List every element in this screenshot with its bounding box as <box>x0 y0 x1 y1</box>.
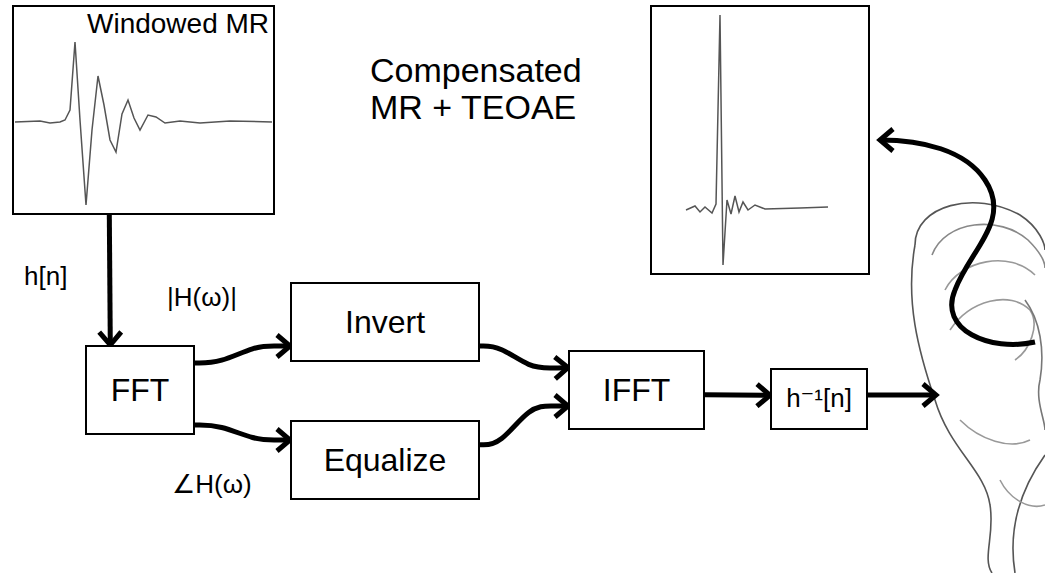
flow-arrow <box>480 346 568 368</box>
response-arrow <box>880 140 1035 344</box>
windowed-waveform <box>15 42 272 205</box>
filter-box: h⁻¹[n] <box>770 368 868 430</box>
plot-title: Windowed MR <box>87 9 282 40</box>
plot-box: Windowed MR <box>12 5 275 215</box>
process-box: Invert <box>290 282 480 362</box>
stimulus-arrow <box>868 393 936 398</box>
flow-arrow <box>107 215 113 345</box>
box-label: FFT <box>111 372 170 409</box>
box-label: Invert <box>345 304 425 341</box>
flow-arrow <box>480 406 568 445</box>
signal-label: |H(ω)| <box>165 283 239 313</box>
flow-arrow <box>195 346 290 363</box>
box-label: h⁻¹[n] <box>786 384 852 414</box>
process-box: IFFT <box>568 350 705 430</box>
signal-label: h[n] <box>22 262 69 292</box>
box-label: IFFT <box>603 372 671 409</box>
signal-label: ∠H(ω) <box>170 470 254 500</box>
process-box: Equalize <box>290 420 480 500</box>
flow-arrow <box>195 425 290 440</box>
ear-drawing <box>912 203 1045 573</box>
process-box: FFT <box>85 345 195 435</box>
plot-title: Compensated MR + TEOAE <box>370 52 610 127</box>
box-label: Equalize <box>324 442 447 479</box>
compensated-waveform <box>686 15 828 265</box>
flow-arrow <box>705 392 770 397</box>
plot-box: Compensated MR + TEOAE <box>650 5 870 275</box>
